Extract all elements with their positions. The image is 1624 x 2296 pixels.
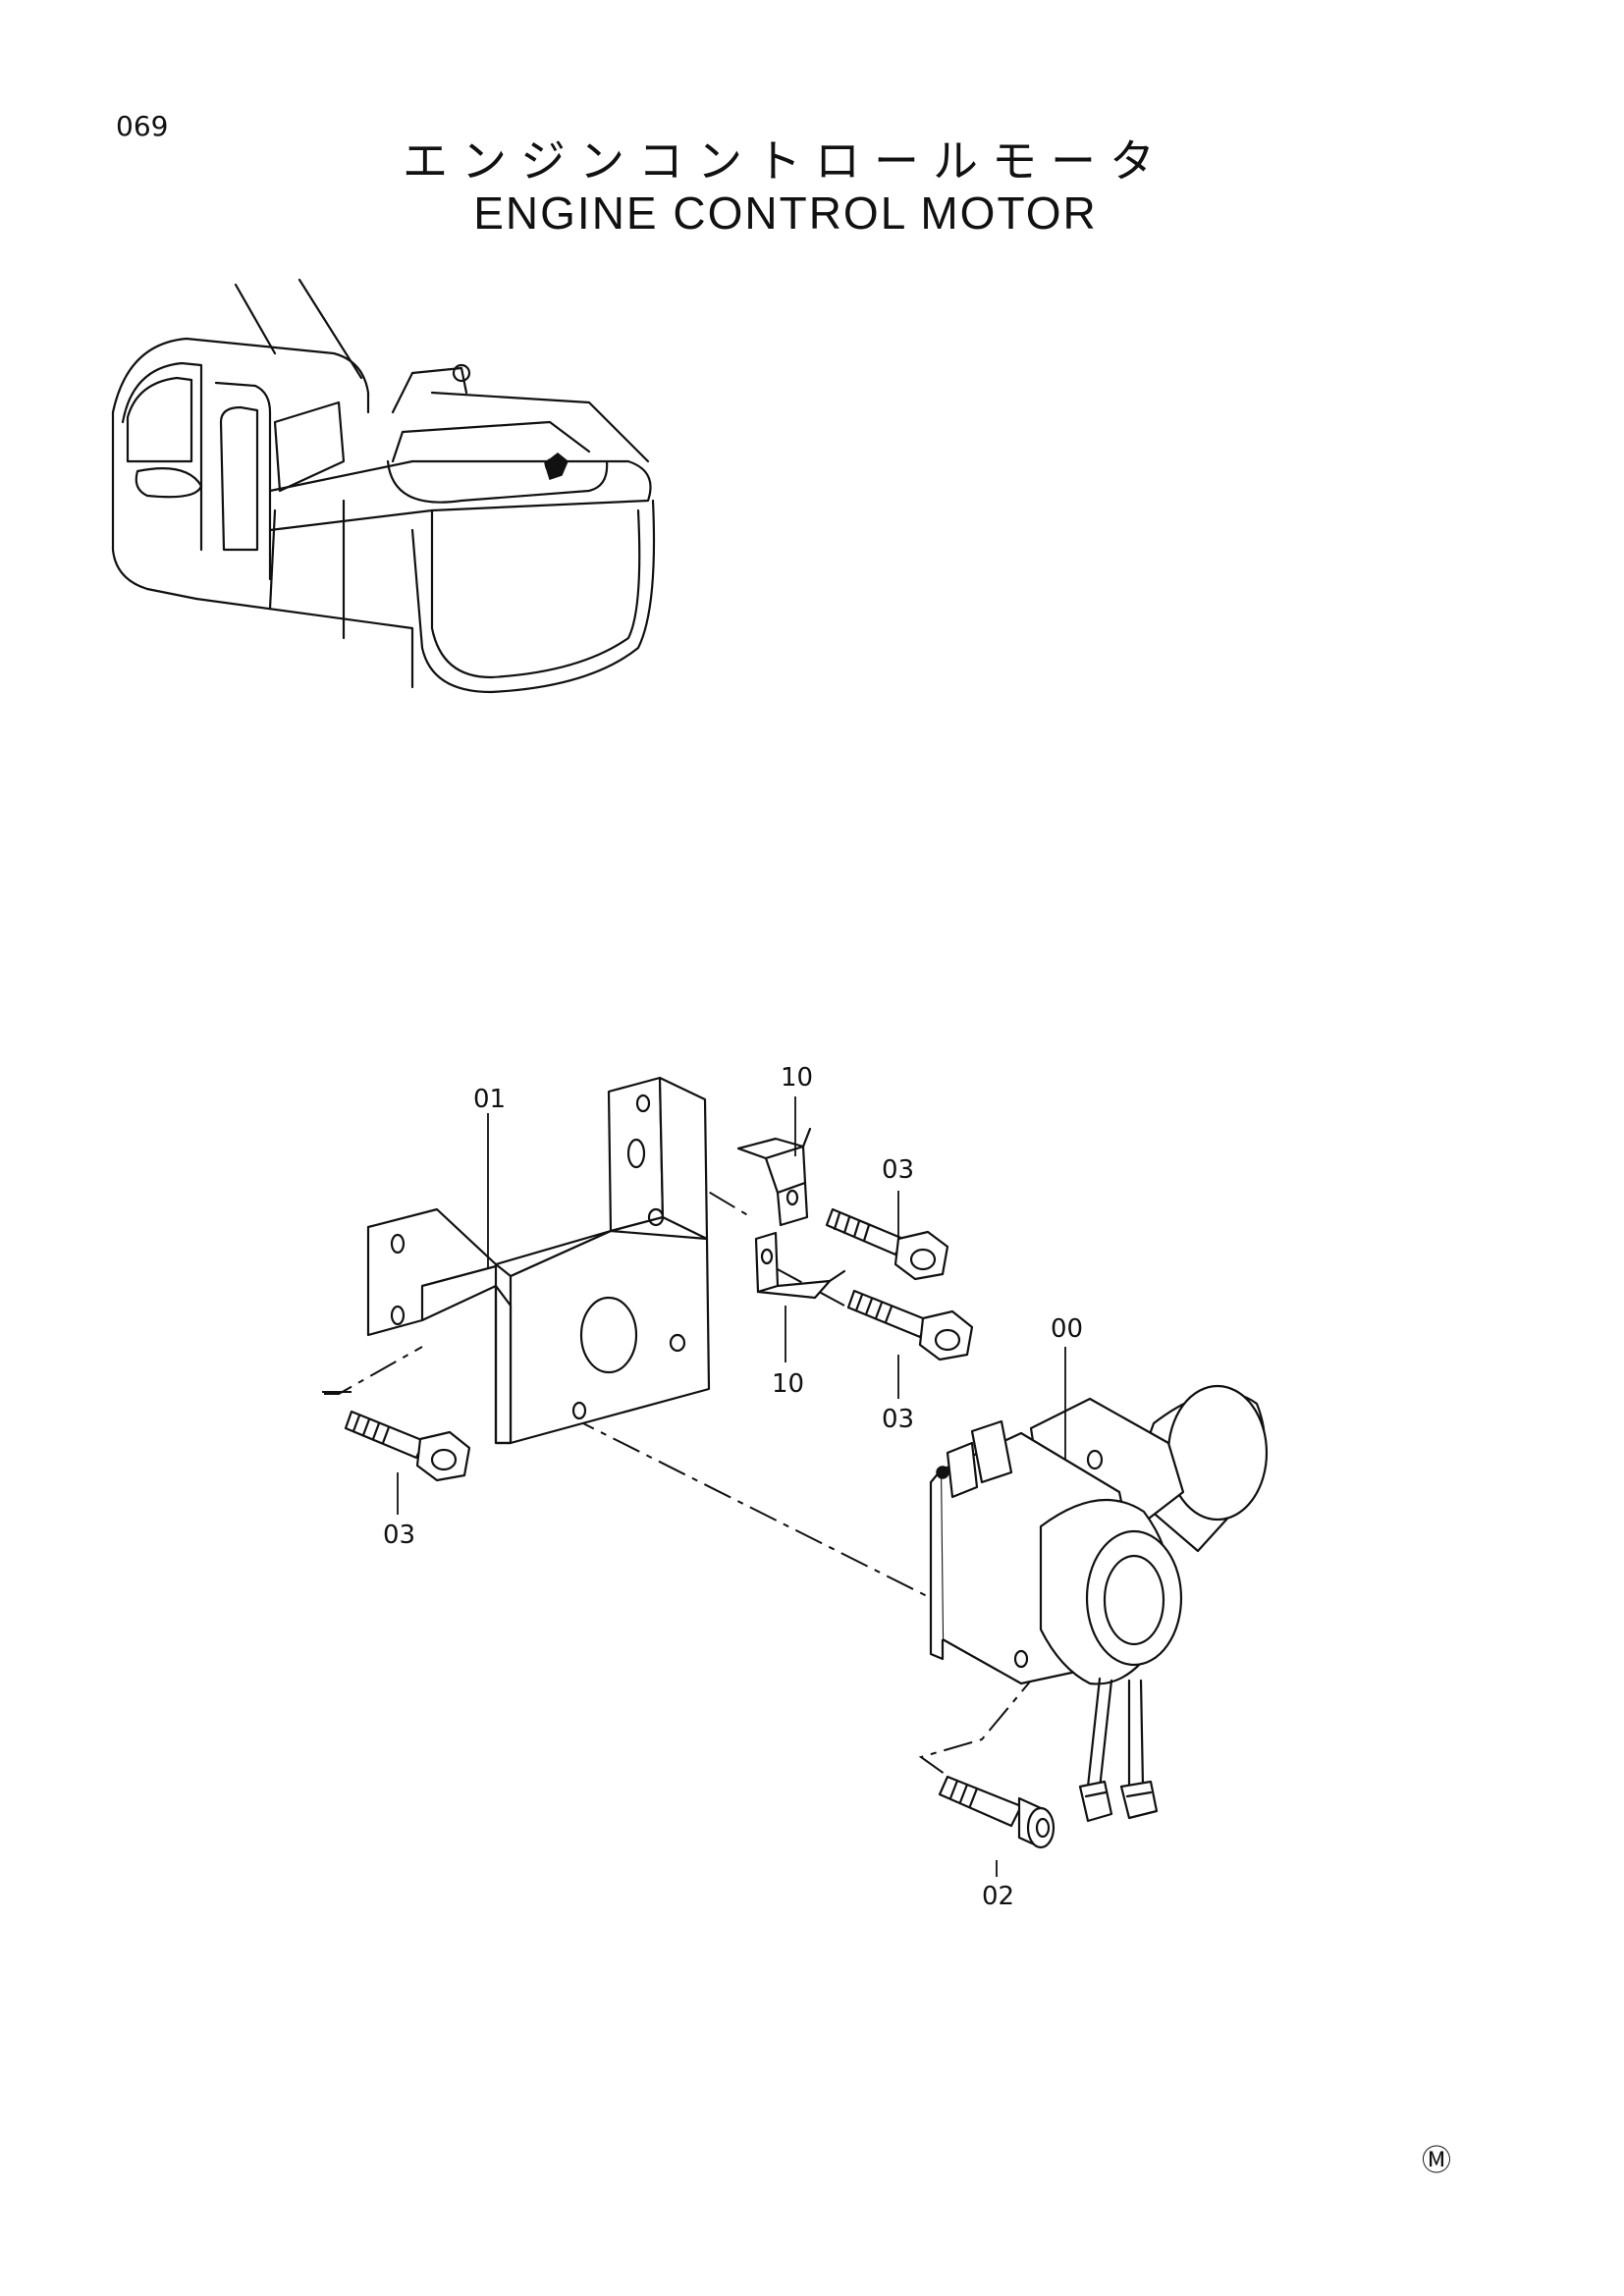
callout-10-upper: 10 <box>781 1063 813 1093</box>
clip-upper <box>736 1127 812 1227</box>
m-circle-mark: Ⓜ <box>1422 2144 1451 2178</box>
socket-screw <box>938 1775 1056 1849</box>
callout-03-middle: 03 <box>882 1405 914 1434</box>
clip-lower <box>754 1231 846 1300</box>
page-title-japanese: エンジンコントロールモータ <box>403 134 1168 187</box>
page-number: 069 <box>116 110 169 142</box>
assembly-line-screw <box>918 1668 1042 1788</box>
bolt-left <box>344 1410 471 1482</box>
excavator-locator-view <box>111 278 656 694</box>
bolt-upper <box>825 1207 949 1281</box>
assembly-line-motor <box>567 1415 942 1604</box>
callout-03-left: 03 <box>383 1521 415 1550</box>
callout-01: 01 <box>473 1085 506 1114</box>
callout-00: 00 <box>1051 1314 1083 1344</box>
callout-10-lower: 10 <box>772 1369 804 1399</box>
page-title-english: ENGINE CONTROL MOTOR <box>473 187 1098 239</box>
engine-control-motor <box>929 1384 1269 1823</box>
bolt-middle <box>846 1289 974 1362</box>
assembly-line-left-bolt-2 <box>324 1346 423 1395</box>
callout-02: 02 <box>982 1882 1014 1911</box>
bracket <box>366 1076 711 1445</box>
callout-03-upper: 03 <box>882 1155 914 1185</box>
